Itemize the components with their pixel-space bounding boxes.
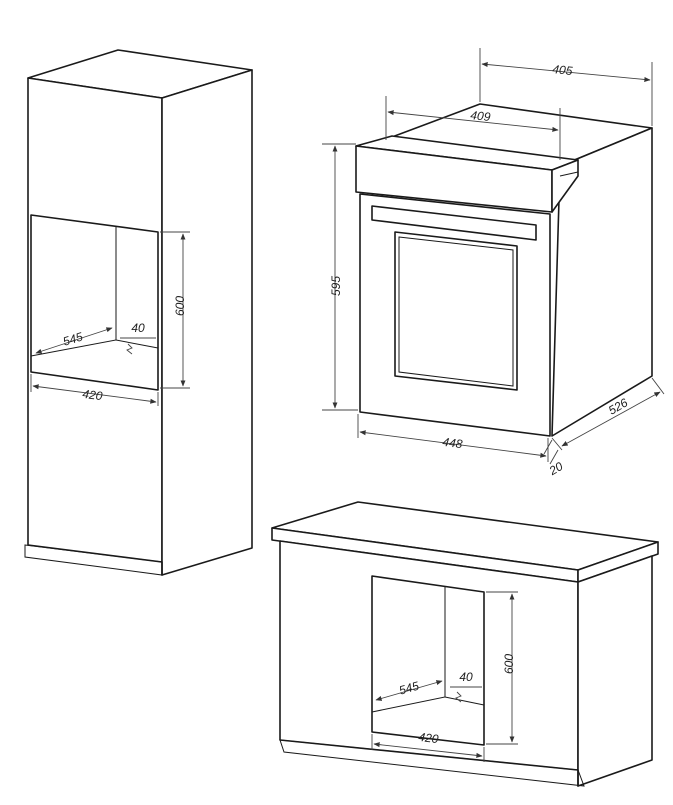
oven-height-label: 595 bbox=[329, 276, 343, 296]
oven-width-label: 448 bbox=[442, 435, 464, 451]
base-cabinet-width-label: 420 bbox=[418, 730, 440, 746]
oven-top-depth-label: 405 bbox=[552, 62, 574, 78]
tall-cabinet-height-label: 600 bbox=[173, 296, 187, 316]
tall-cabinet bbox=[24, 49, 253, 576]
base-cabinet-gap-label: 40 bbox=[459, 670, 473, 684]
tall-cabinet-width-label: 420 bbox=[82, 387, 104, 403]
oven-unit bbox=[322, 48, 665, 465]
tall-cabinet-gap-label: 40 bbox=[131, 321, 145, 335]
oven-front-offset-label: 20 bbox=[546, 459, 566, 478]
oven-inner-depth-label: 409 bbox=[470, 108, 492, 124]
base-cabinet bbox=[271, 501, 659, 787]
tall-cabinet-depth-label: 545 bbox=[61, 329, 85, 348]
base-cabinet-height-label: 600 bbox=[502, 654, 516, 674]
base-cabinet-depth-label: 545 bbox=[397, 679, 420, 698]
